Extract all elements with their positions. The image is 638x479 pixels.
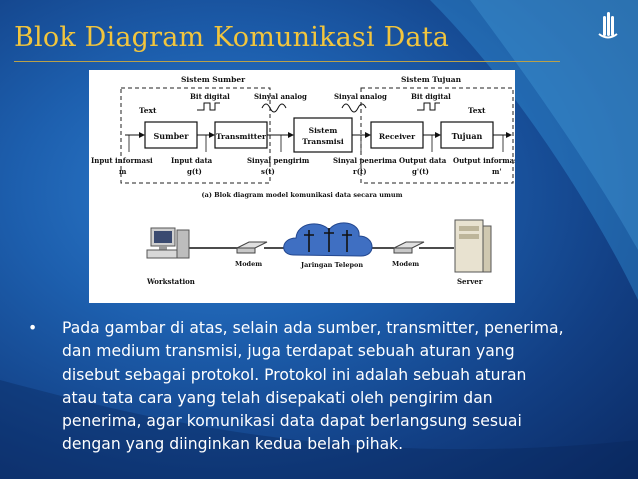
transmission-system-block bbox=[293, 117, 353, 153]
modem-right-icon bbox=[393, 241, 425, 254]
bit-digital-left-label: Bit digital bbox=[190, 92, 230, 101]
figure-communication-diagram: Sistem Sumber Sistem Tujuan Text Text Bi… bbox=[89, 70, 515, 303]
workstation-label: Workstation bbox=[146, 277, 195, 286]
analog-wave-left bbox=[261, 103, 287, 113]
text-right-label: Text bbox=[468, 106, 486, 115]
group-source-label: Sistem Sumber bbox=[181, 75, 246, 84]
input-info-label: Input informasi bbox=[91, 156, 153, 165]
server-label: Server bbox=[457, 277, 483, 286]
network-label: Jaringan Telepon bbox=[300, 261, 363, 269]
destination-block bbox=[440, 121, 494, 149]
server-icon bbox=[454, 219, 492, 273]
diagram-b: Workstation Modem Jaringan Telepon Modem bbox=[146, 219, 492, 286]
input-data-label: Input data bbox=[171, 156, 213, 165]
system-block-label-2: Transmisi bbox=[302, 137, 344, 146]
analog-wave-right bbox=[341, 103, 367, 113]
diagram-a: Sistem Sumber Sistem Tujuan Text Text Bi… bbox=[91, 75, 515, 199]
transmitter-block-label: Transmitter bbox=[216, 132, 267, 141]
text-left-label: Text bbox=[139, 106, 157, 115]
modem-left-icon bbox=[236, 241, 268, 254]
send-signal-label: Sinyal pengirim bbox=[247, 156, 310, 165]
transmitter-block bbox=[214, 121, 268, 149]
phone-network-cloud-icon bbox=[283, 222, 373, 257]
digital-wave-right bbox=[417, 102, 440, 111]
bullet-line: dengan yang diinginkan kedua belah pihak… bbox=[62, 435, 404, 454]
bullet-paragraph: • Pada gambar di atas, selain ada sumber… bbox=[28, 317, 618, 457]
receiver-block bbox=[370, 121, 424, 149]
analog-right-label: Sinyal analog bbox=[334, 92, 387, 101]
bullet-icon: • bbox=[28, 319, 38, 337]
destination-block-label: Tujuan bbox=[452, 131, 483, 141]
bullet-line: Pada gambar di atas, selain ada sumber, … bbox=[62, 319, 564, 337]
output-info-label: Output informasi bbox=[453, 156, 515, 165]
recv-signal-var: r(t) bbox=[353, 167, 367, 176]
bullet-line: dan medium transmisi, juga terdapat sebu… bbox=[62, 342, 515, 361]
bit-digital-right-label: Bit digital bbox=[411, 92, 451, 101]
slide-title: Blok Diagram Komunikasi Data bbox=[14, 22, 450, 53]
bullet-line: disebut sebagai protokol. Protokol ini a… bbox=[62, 365, 527, 384]
workstation-icon bbox=[146, 227, 190, 259]
input-info-var: m bbox=[119, 167, 127, 176]
title-divider bbox=[14, 61, 560, 62]
system-block-label-1: Sistem bbox=[309, 126, 338, 135]
output-data-var: g'(t) bbox=[412, 167, 429, 176]
output-data-label: Output data bbox=[399, 156, 447, 165]
recv-signal-label: Sinyal penerima bbox=[333, 156, 397, 165]
university-logo-icon bbox=[598, 12, 618, 39]
output-info-var: m' bbox=[492, 167, 502, 176]
digital-wave-left bbox=[197, 102, 220, 111]
analog-left-label: Sinyal analog bbox=[254, 92, 307, 101]
destination-system-group bbox=[360, 87, 514, 184]
bullet-line: penerima, agar komunikasi data dapat ber… bbox=[62, 412, 522, 431]
source-block-label: Sumber bbox=[154, 131, 190, 141]
receiver-block-label: Receiver bbox=[379, 132, 416, 141]
group-destination-label: Sistem Tujuan bbox=[401, 75, 462, 84]
input-data-var: g(t) bbox=[187, 167, 202, 176]
send-signal-var: s(t) bbox=[261, 167, 275, 176]
modem-right-label: Modem bbox=[392, 260, 419, 268]
bullet-line: atau tata cara yang telah disepakati ole… bbox=[62, 388, 493, 407]
figure-caption: (a) Blok diagram model komunikasi data s… bbox=[202, 191, 403, 199]
modem-left-label: Modem bbox=[235, 260, 262, 268]
